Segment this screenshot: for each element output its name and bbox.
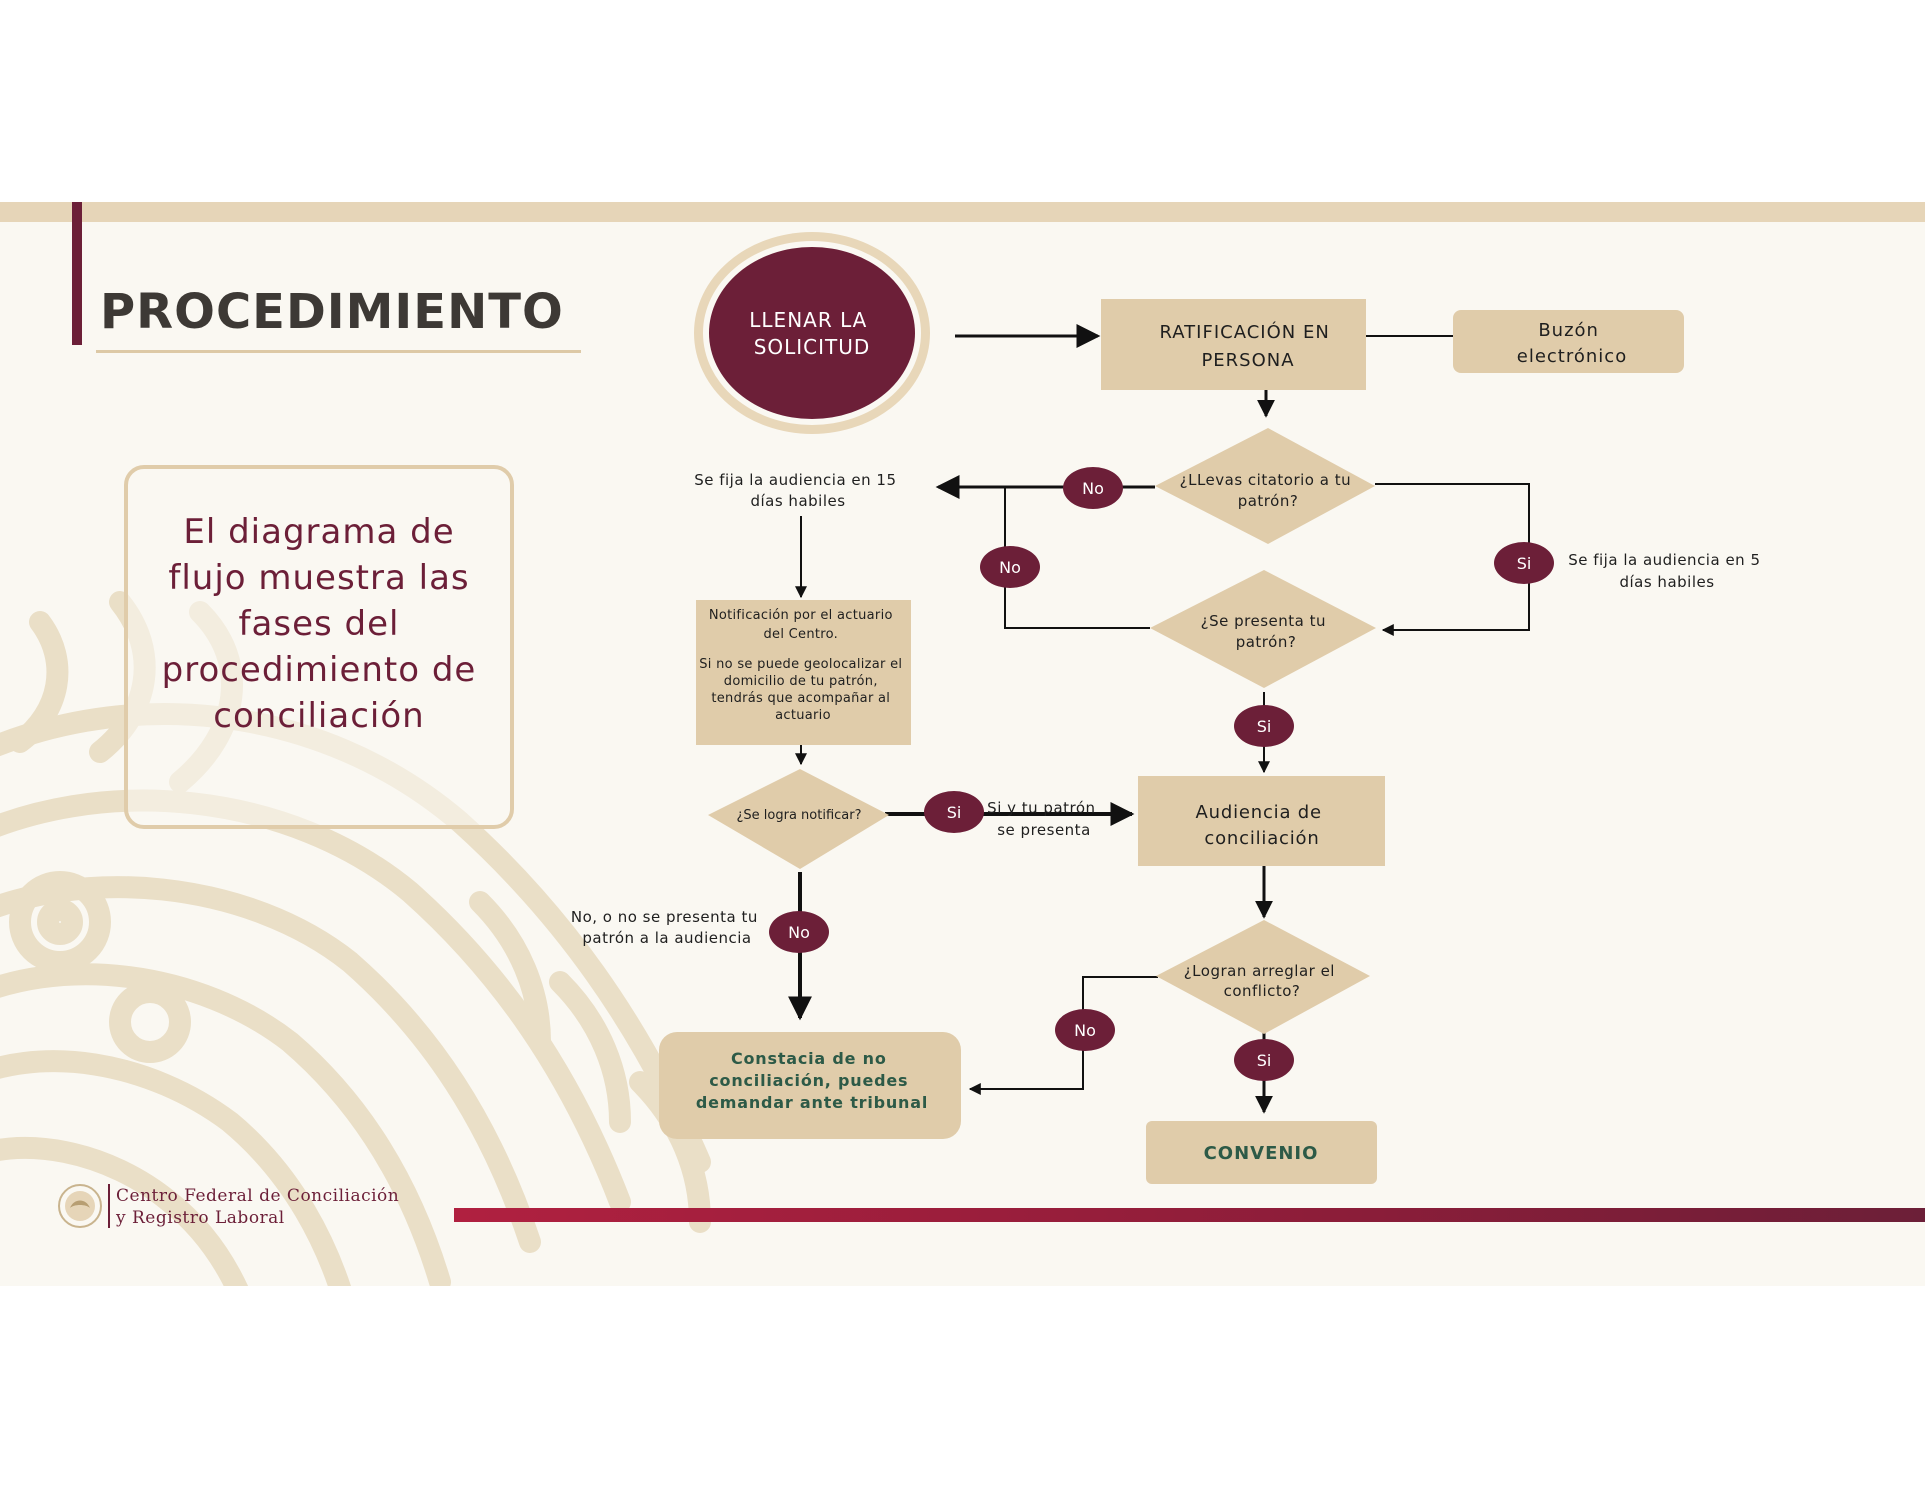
title-underline [96, 350, 581, 353]
svg-text:No: No [1074, 1021, 1096, 1040]
badge-no-se-presenta: No [980, 546, 1040, 588]
intro-text: El diagrama de flujo muestra las fases d… [161, 512, 477, 736]
badge-no-notificar: No [769, 911, 829, 953]
bottom-accent-bar [454, 1208, 1925, 1222]
logo-separator [108, 1184, 110, 1228]
logran-arreglar-decision: ¿Logran arreglar el conflicto? [1156, 920, 1370, 1034]
buzon-line1: Buzón [1538, 320, 1599, 341]
badge-si-arreglar: Si [1234, 1039, 1294, 1081]
page-title: PROCEDIMIENTO [100, 284, 564, 340]
se-presenta-line2: patrón? [1236, 633, 1297, 651]
svg-text:¿Se presenta tu patrón: ¿Se presenta tu patrón? [1201, 612, 1332, 651]
slide: PROCEDIMIENTO El diagrama de flujo muest… [0, 202, 1925, 1286]
logo-text-line1: Centro Federal de Conciliación [116, 1186, 400, 1206]
svg-text:Si: Si [1257, 717, 1272, 736]
badge-no-citatorio: No [1063, 467, 1123, 509]
ratificacion-line1: RATIFICACIÓN EN [1159, 321, 1329, 343]
ratificacion-line2: PERSONA [1201, 350, 1294, 371]
no-presenta-text: No, o no se presenta tu patrón a la audi… [571, 908, 763, 947]
intro-box: El diagrama de flujo muestra las fases d… [124, 465, 514, 829]
se-presenta-decision: ¿Se presenta tu patrón? [1150, 570, 1376, 688]
convenio-node: CONVENIO [1146, 1121, 1377, 1184]
start-label-line2: SOLICITUD [754, 335, 871, 359]
buzon-node: Buzón electrónico [1453, 310, 1684, 373]
badge-si-citatorio: Si [1494, 542, 1554, 584]
svg-text:No: No [1082, 479, 1104, 498]
badge-si-se-presenta: Si [1234, 705, 1294, 747]
se-presenta-line1: ¿Se presenta tu [1201, 612, 1326, 630]
logo-text-line2: y Registro Laboral [116, 1208, 285, 1228]
audiencia-5-text: Se fija la audiencia en 5 días habiles [1568, 551, 1766, 591]
svg-text:¿LLevas citatorio a tu: ¿LLevas citatorio a tu patrón? [1180, 471, 1357, 510]
citatorio-decision: ¿LLevas citatorio a tu patrón? [1155, 428, 1375, 544]
start-node: LLENAR LA SOLICITUD [694, 232, 930, 434]
badge-si-notificar: Si [924, 791, 984, 833]
citatorio-line1: ¿LLevas citatorio a tu [1180, 471, 1351, 489]
ratificacion-node: RATIFICACIÓN EN PERSONA [1101, 299, 1366, 390]
svg-text:No: No [999, 558, 1021, 577]
svg-text:No: No [788, 923, 810, 942]
badges: No No Si Si Si No [769, 467, 1554, 1081]
svg-text:Si: Si [1257, 1051, 1272, 1070]
start-label-line1: LLENAR LA [749, 308, 867, 332]
badge-no-arreglar: No [1055, 1009, 1115, 1051]
top-band [0, 202, 1925, 222]
logra-notificar-label: ¿Se logra notificar? [737, 808, 862, 823]
convenio-label: CONVENIO [1204, 1143, 1319, 1164]
flowchart: LLENAR LA SOLICITUD RATIFICACIÓN EN PERS… [571, 232, 1766, 1184]
svg-text:Si: Si [947, 803, 962, 822]
si-patron-text: Si y tu patrón se presenta [987, 799, 1101, 839]
seal-icon [58, 1184, 102, 1228]
title-accent-bar [72, 202, 82, 345]
svg-text:Constacia de no concil: Constacia de no conciliación, puedes dem… [696, 1049, 928, 1112]
institution-logo: Centro Federal de Conciliación y Registr… [56, 1180, 456, 1234]
logra-notificar-decision: ¿Se logra notificar? [708, 769, 889, 869]
svg-text:Notificación por el actuario: Notificación por el actuario del Centro.… [699, 608, 907, 723]
audiencia-conciliacion-node: Audiencia de conciliación [1138, 776, 1385, 866]
svg-text:Si: Si [1517, 554, 1532, 573]
svg-text:RATIFICACIÓN EN PERSON: RATIFICACIÓN EN PERSONA [1159, 321, 1336, 371]
svg-text:¿Logran arreglar el co: ¿Logran arreglar el conflicto? [1184, 962, 1341, 1000]
constancia-node: Constacia de no conciliación, puedes dem… [659, 1032, 961, 1139]
svg-text:Buzón electrónico: Buzón electrónico [1517, 320, 1627, 367]
citatorio-line2: patrón? [1238, 492, 1299, 510]
buzon-line2: electrónico [1517, 346, 1627, 367]
svg-text:Audiencia de conciliac: Audiencia de conciliación [1196, 802, 1329, 849]
notificacion-node: Notificación por el actuario del Centro.… [696, 600, 911, 745]
audiencia-15-text: Se fija la audiencia en 15 días habiles [694, 471, 902, 510]
svg-text:LLENAR LA SOLICITUD: LLENAR LA SOLICITUD [749, 308, 874, 359]
